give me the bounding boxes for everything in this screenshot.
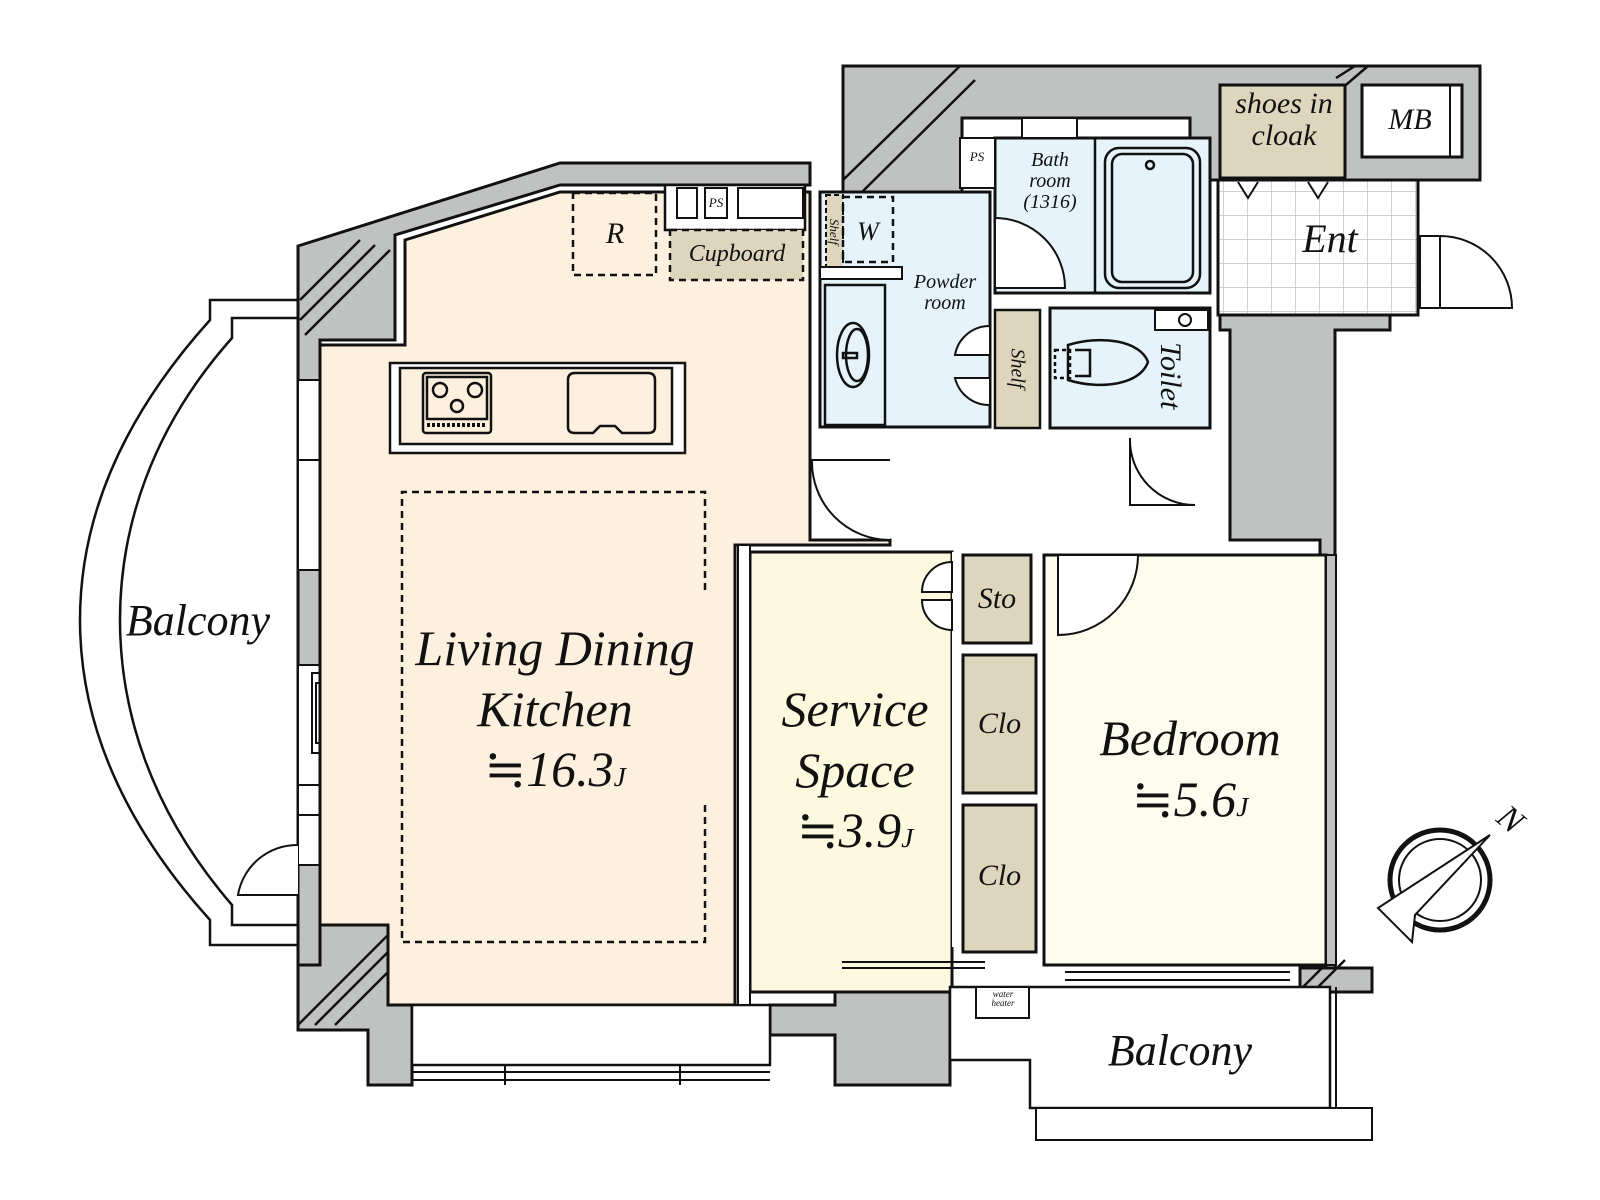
closet-upper-label: Clo [977,707,1022,740]
ldk-name-line1: Living Dining [415,620,695,676]
refrigerator-label: R [605,217,625,250]
entrance-label: Ent [1302,216,1358,261]
balcony-left-label: Balcony [125,596,271,645]
balcony-door-swing [236,843,299,896]
toilet-floor [1048,306,1212,430]
ldk-area: ≒16.3J [484,741,626,797]
bedroom-label: Bedroom ≒5.6J [1060,712,1320,825]
shelf-powder-label: Shelf [1006,348,1029,389]
toilet-label: Toilet [1153,342,1187,410]
entry-door-swing [1439,234,1514,309]
sliding-window-bottom [412,1065,770,1085]
shelf-small-label: Shelf [826,218,842,245]
shelf-powder [993,308,1042,430]
storage-label: Sto [977,582,1017,615]
closet-lower-label: Clo [977,859,1022,892]
toilet-icon [1053,338,1150,387]
bedroom-name: Bedroom [1099,710,1281,766]
washbasin-icon [835,321,871,389]
door-swing-bedroom [1057,554,1140,637]
door-swing-ldk [810,459,891,541]
cupboard [668,228,805,282]
ps-label-bath: PS [969,149,985,164]
service-space-label: Service Space ≒3.9J [760,683,950,857]
ps-label-kitchen: PS [708,195,724,210]
closet-upper [961,653,1038,795]
cupboard-label: Cupboard [688,241,786,267]
service-area: ≒3.9J [796,802,914,858]
ldk-name-line2: Kitchen [477,680,633,737]
refrigerator-space [571,191,658,277]
bedroom-window [1065,971,1290,981]
bathtub-icon [1103,146,1202,290]
ldk-label: Living Dining Kitchen ≒16.3J [395,622,715,796]
balcony-left [78,298,298,947]
door-swing-toilet [1128,437,1196,506]
shoes-cloak [1218,83,1347,180]
service-name-line2: Space [795,741,915,798]
mb-label: MB [1388,103,1432,136]
compass-icon [1376,827,1493,945]
ps-box-bath [959,137,996,189]
water-heater-box [975,986,1030,1019]
storage-box [961,553,1033,645]
washer-label: W [857,217,879,246]
closet-lower [961,803,1038,954]
ldk-bottom-window [410,1003,772,1067]
ps-box-kitchen [704,187,728,219]
mb-box [1360,83,1464,159]
service-name-line1: Service [781,681,929,737]
kitchen-sink-icon [566,371,657,435]
washer-space [841,195,895,264]
balcony-bottom [948,985,1332,1110]
dining-area-outline [400,490,707,944]
wall-hatches [297,64,1369,1026]
bedroom-area: ≒5.6J [1131,770,1249,827]
stove-icon [421,371,493,435]
entrance-floor [1216,178,1420,317]
balcony-bottom-label: Balcony [1107,1026,1253,1075]
